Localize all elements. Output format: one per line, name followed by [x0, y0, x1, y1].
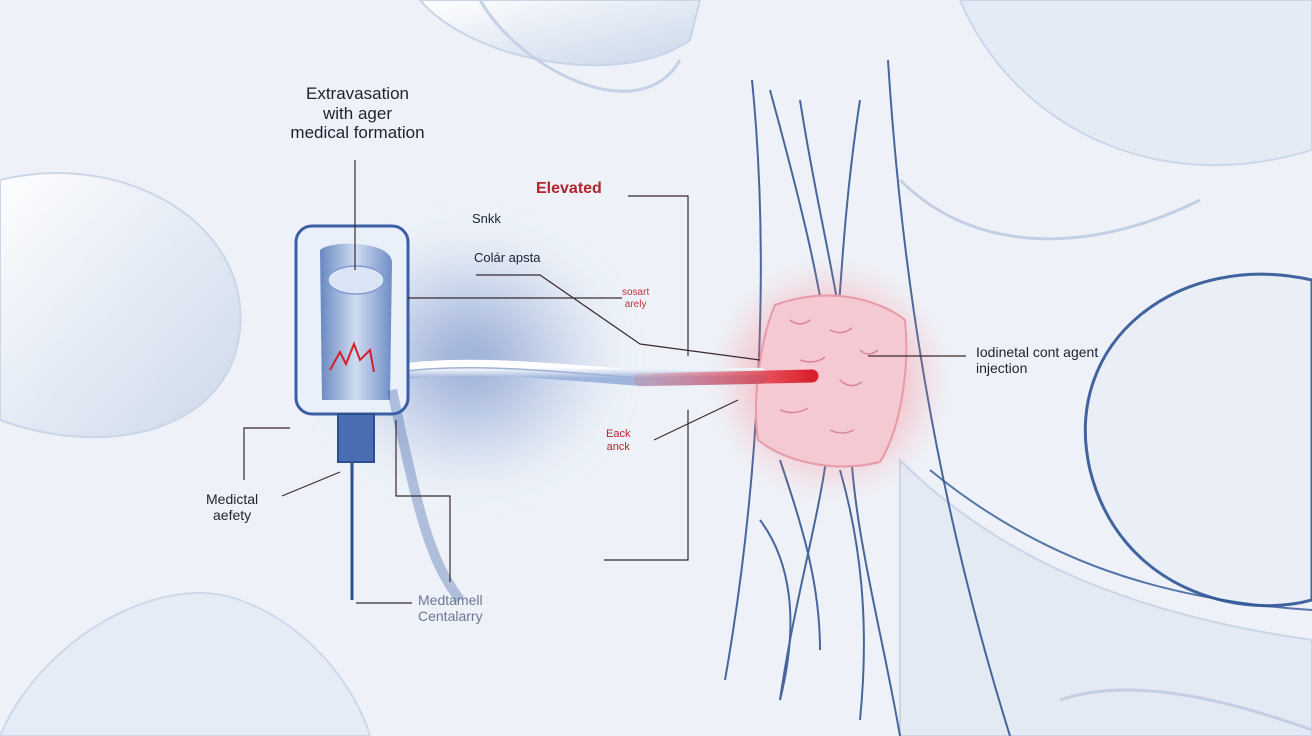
label-snk: Snkk [472, 211, 501, 226]
iv-tubing [392, 359, 819, 387]
label-iodinated-line-1: Iodinetal cont agent [976, 344, 1099, 360]
diagram-title: Extravasation with ager medical formatio… [250, 84, 465, 143]
tissue-swelling [755, 294, 908, 468]
label-eack-line-1: Eack [606, 428, 631, 440]
label-medical-safety: Medictal aefety [206, 491, 258, 523]
title-line-1: Extravasation [306, 84, 409, 103]
label-iodinated-injection: Iodinetal cont agent injection [976, 344, 1098, 376]
label-medical-centalarry: Medtamell Centalarry [418, 592, 483, 624]
label-eack: Eack anck [606, 428, 630, 453]
title-line-3: medical formation [290, 123, 425, 143]
label-medsafe-line-1: Medictal [206, 491, 259, 507]
label-medcent-line-1: Medtamell [418, 592, 483, 608]
label-medsafe-line-2: aefety [213, 507, 252, 524]
leader-lines [243, 160, 966, 604]
label-medcent-line-2: Centalarry [418, 608, 483, 625]
title-line-2: with ager [323, 103, 392, 123]
label-sosart: sosart arely [622, 287, 649, 310]
label-eack-line-2: anck [606, 440, 630, 453]
label-sosart-line-1: sosart [622, 287, 650, 298]
label-colar: Colár apsta [474, 250, 541, 265]
injector-device [294, 224, 465, 603]
label-sosart-line-2: arely [624, 298, 647, 310]
label-iodinated-line-2: injection [976, 360, 1028, 377]
label-elevated: Elevated [536, 180, 602, 197]
